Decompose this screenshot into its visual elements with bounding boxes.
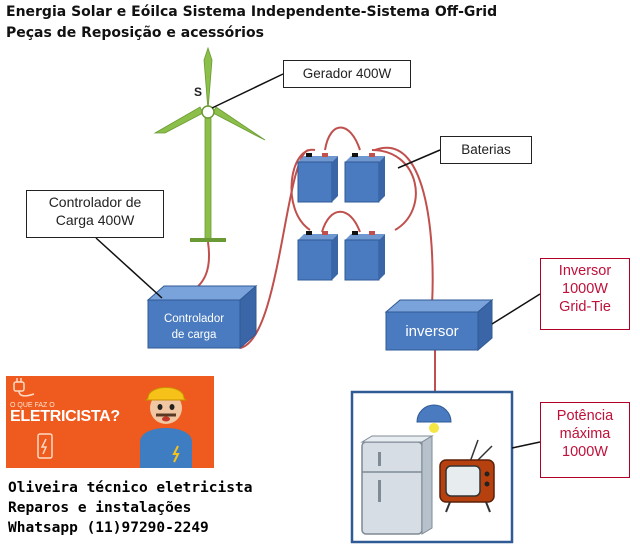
charge-controller-device: Controlador de carga [146,284,258,350]
power-label-line-1: Potência [556,408,614,424]
battery [344,153,385,203]
inverter-label-line-1: Inversor [558,263,612,279]
controller-label-line-1: Controlador de [48,194,142,210]
banner-headline: ELETRICISTA? [10,408,120,425]
diagram-subtitle: Peças de Reposição e acessórios [6,25,264,41]
inverter-label-line-3: Grid-Tie [559,299,611,316]
wire-battery-link-2 [290,148,316,231]
footer-contact[interactable]: Whatsapp (11)97290-2249 [8,520,209,536]
battery [344,231,385,281]
controller-label-line-2: Carga 400W [55,211,135,228]
inverter-device: inversor [384,298,494,352]
wire-battery-link-4 [321,211,361,233]
wire-battery-link-1 [324,126,361,151]
battery [297,231,338,281]
controller-label: Controlador de Carga 400W [26,190,164,238]
banner-small-text: O QUE FAZ O [10,402,55,409]
electrician-banner[interactable]: O QUE FAZ O ELETRICISTA? [6,376,214,468]
electrician-illustration [13,378,192,468]
footer-name: Oliveira técnico eletricista [8,480,253,496]
diagram-title: Energia Solar e Eóilca Sistema Independe… [6,4,498,20]
load-panel [350,390,514,544]
wire-battery-link-3 [371,149,417,231]
turbine-blade [153,106,204,134]
power-label-line-2: máxima [559,426,611,443]
inverter-label-line-2: 1000W [562,281,608,298]
wire-battery-inverter [374,146,434,306]
turbine-hub [201,105,215,119]
turbine-letter: S [194,85,202,99]
electrician-avatar [140,387,192,468]
inverter-device-label: inversor [405,323,458,340]
turbine-blade [212,106,266,141]
tv-icon [439,439,495,513]
inverter-label: Inversor 1000W Grid-Tie [540,258,630,330]
batteries-label: Baterias [440,136,532,164]
generator-label: Gerador 400W [283,60,411,88]
footer-services: Reparos e instalações [8,500,192,516]
plug-icon [13,378,35,397]
battery [297,153,338,203]
lamp-icon [416,404,452,433]
controller-device-label-1: Controlador [164,313,224,325]
controller-device-label-2: de carga [172,329,217,341]
callout-lines [95,73,541,449]
battery-bank [297,153,385,281]
phone-icon [37,433,53,459]
power-label-line-3: 1000W [562,444,608,461]
wind-turbine: S [153,46,266,242]
power-label: Potência máxima 1000W [540,402,630,478]
refrigerator-icon [360,435,434,535]
turbine-blade [203,46,213,111]
